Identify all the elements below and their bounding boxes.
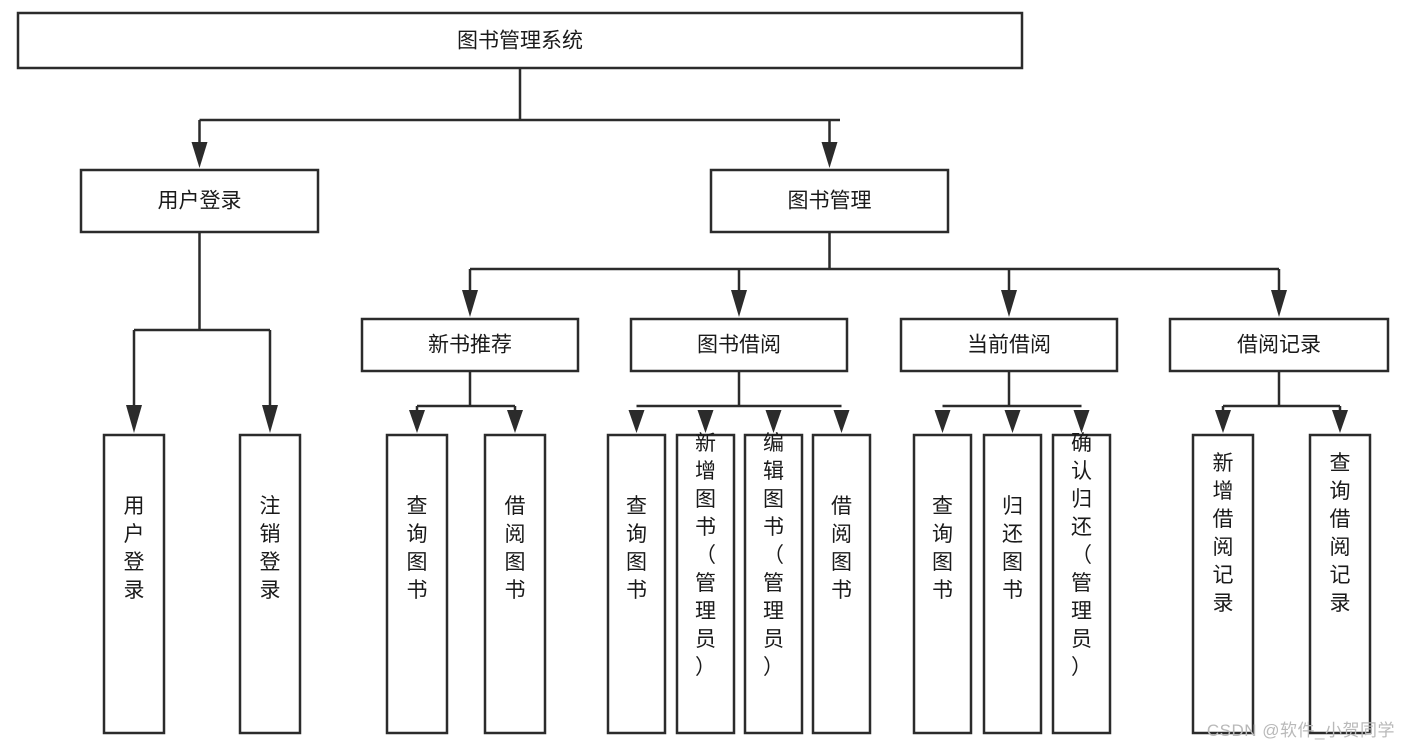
- node-root-label: 图书管理系统: [457, 30, 583, 53]
- node-user-login-box[interactable]: [79, 168, 320, 234]
- arrow-head-leaf-query-record: [1332, 410, 1348, 433]
- leaf-label-add-borrow-record: 新增借阅记录: [1213, 452, 1234, 615]
- node-book-management-box[interactable]: [709, 168, 950, 234]
- arrow-head-newbook-rec: [462, 290, 478, 317]
- leaf-box-query-borrow-record[interactable]: [1308, 433, 1372, 735]
- node-borrow-record[interactable]: 借阅记录: [1168, 317, 1390, 373]
- node-root-box[interactable]: [16, 11, 1024, 70]
- leaf-label-query-book-b: 查询图书: [626, 495, 647, 602]
- leaf-box-borrow-book-b[interactable]: [811, 433, 872, 735]
- leaf-node[interactable]: 查询图书: [606, 433, 667, 735]
- node-user-login[interactable]: 用户登录: [79, 168, 320, 234]
- leaf-box-return-book[interactable]: [982, 433, 1043, 735]
- leaf-label-add-book-admin: 新增图书（管理员）: [695, 432, 716, 679]
- node-borrow-record-label: 借阅记录: [1237, 334, 1321, 357]
- leaf-label-return-book: 归还图书: [1002, 495, 1023, 602]
- leaf-box-query-book-b[interactable]: [606, 433, 667, 735]
- leaf-node[interactable]: 借阅图书: [483, 433, 547, 735]
- arrow-head-leaf-borrow-book-b: [833, 410, 850, 433]
- arrow-head-leaf-logout: [262, 405, 278, 433]
- node-book-borrow-label: 图书借阅: [697, 334, 781, 357]
- leaf-node[interactable]: 查询图书: [912, 433, 973, 735]
- leaf-label-borrow-book-a: 借阅图书: [505, 495, 526, 602]
- leaf-box-edit-book-admin[interactable]: [743, 433, 804, 735]
- node-book-management-label: 图书管理: [788, 190, 872, 213]
- arrow-head-leaf-confirm-return: [1073, 410, 1090, 433]
- node-new-book-recommend[interactable]: 新书推荐: [360, 317, 580, 373]
- leaf-box-query-book-a[interactable]: [385, 433, 449, 735]
- node-book-borrow[interactable]: 图书借阅: [629, 317, 849, 373]
- arrow-head-leaf-query-book-b: [628, 410, 645, 433]
- leaf-box-borrow-book-a[interactable]: [483, 433, 547, 735]
- leaf-label-borrow-book-b: 借阅图书: [831, 495, 852, 602]
- leaf-label-logout: 注销登录: [260, 495, 281, 602]
- arrow-head-leaf-borrow-book-a: [507, 410, 523, 433]
- leaf-node[interactable]: 查询借阅记录: [1308, 433, 1372, 735]
- leaf-label-edit-book-admin: 编辑图书（管理员）: [763, 432, 784, 679]
- arrow-head-leaf-query-book-a: [409, 410, 425, 433]
- arrow-head-leaf-add-record: [1215, 410, 1231, 433]
- leaf-node[interactable]: 借阅图书: [811, 433, 872, 735]
- leaf-node[interactable]: 归还图书: [982, 433, 1043, 735]
- leaf-label-query-borrow-record: 查询借阅记录: [1330, 452, 1351, 615]
- arrow-head-leaf-return-book: [1004, 410, 1021, 433]
- leaf-node[interactable]: 查询图书: [385, 433, 449, 735]
- arrow-head-leaf-user-login: [126, 405, 142, 433]
- node-book-management[interactable]: 图书管理: [709, 168, 950, 234]
- connector-layer: [126, 68, 1348, 433]
- arrow-head-leaf-add-book: [697, 410, 714, 433]
- arrow-head-leaf-edit-book: [765, 410, 782, 433]
- leaf-node[interactable]: 编辑图书（管理员）: [743, 432, 804, 735]
- node-current-borrow[interactable]: 当前借阅: [899, 317, 1119, 373]
- node-current-borrow-box[interactable]: [899, 317, 1119, 373]
- leaf-label-confirm-return-admin: 确认归还（管理员）: [1071, 432, 1092, 679]
- leaf-box-confirm-return-admin[interactable]: [1051, 433, 1112, 735]
- leaf-box-user-login[interactable]: [102, 433, 166, 735]
- leaf-node[interactable]: 用户登录: [102, 433, 166, 735]
- leaf-box-add-borrow-record[interactable]: [1191, 433, 1255, 735]
- leaf-label-user-login: 用户登录: [124, 495, 145, 602]
- leaf-label-query-book-c: 查询图书: [932, 495, 953, 602]
- node-new-book-recommend-box[interactable]: [360, 317, 580, 373]
- arrow-head-borrow-record: [1271, 290, 1287, 317]
- leaf-node[interactable]: 确认归还（管理员）: [1051, 432, 1112, 735]
- leaf-node[interactable]: 新增借阅记录: [1191, 433, 1255, 735]
- node-current-borrow-label: 当前借阅: [967, 334, 1051, 357]
- leaf-box-logout[interactable]: [238, 433, 302, 735]
- arrow-head-current-borrow: [1001, 290, 1017, 317]
- node-new-book-recommend-label: 新书推荐: [428, 334, 512, 357]
- node-root[interactable]: 图书管理系统: [16, 11, 1024, 70]
- arrow-head-leaf-query-book-c: [934, 410, 951, 433]
- leaf-box-query-book-c[interactable]: [912, 433, 973, 735]
- leaf-label-query-book-a: 查询图书: [407, 495, 428, 602]
- leaf-node[interactable]: 新增图书（管理员）: [675, 432, 736, 735]
- node-book-borrow-box[interactable]: [629, 317, 849, 373]
- leaf-node[interactable]: 注销登录: [238, 433, 302, 735]
- leaf-box-add-book-admin[interactable]: [675, 433, 736, 735]
- node-user-login-label: 用户登录: [158, 190, 242, 213]
- arrow-head-book-borrow: [731, 290, 747, 317]
- arrow-head-book-mgmt: [821, 142, 838, 168]
- arrow-head-user-login: [191, 142, 208, 168]
- node-borrow-record-box[interactable]: [1168, 317, 1390, 373]
